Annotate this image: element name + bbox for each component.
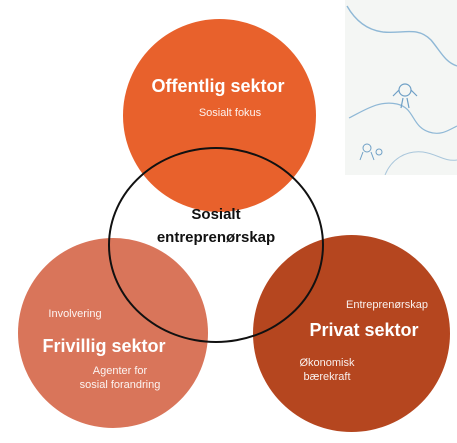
private-sector-above-label: Entreprenørskap: [346, 299, 428, 311]
map-river: [348, 102, 457, 134]
private-sector-title: Privat sektor: [309, 320, 419, 340]
public-sector-title: Offentlig sektor: [151, 76, 285, 96]
center-label-line1: Sosialt: [191, 206, 241, 223]
map-background: [345, 0, 457, 175]
voluntary-sector-below-line2: sosial forandring: [79, 379, 161, 391]
voluntary-sector-title: Frivillig sektor: [42, 336, 166, 356]
map-figure-icon-small: [359, 143, 383, 161]
voluntary-sector-above-label: Involvering: [48, 308, 102, 320]
private-sector-below-line2: bærekraft: [303, 371, 351, 383]
map-fragment-illustration: [345, 0, 457, 175]
voluntary-sector-below-line1: Agenter for: [92, 365, 148, 377]
map-coastline: [346, 5, 457, 67]
map-figure-icon: [392, 83, 418, 109]
center-label-line2: entreprenørskap: [156, 229, 276, 246]
private-sector-below-line1: Økonomisk: [299, 357, 355, 369]
map-road: [384, 151, 457, 175]
circle-social-entrepreneurship: [108, 147, 324, 343]
public-sector-subtitle: Sosialt fokus: [198, 107, 262, 119]
